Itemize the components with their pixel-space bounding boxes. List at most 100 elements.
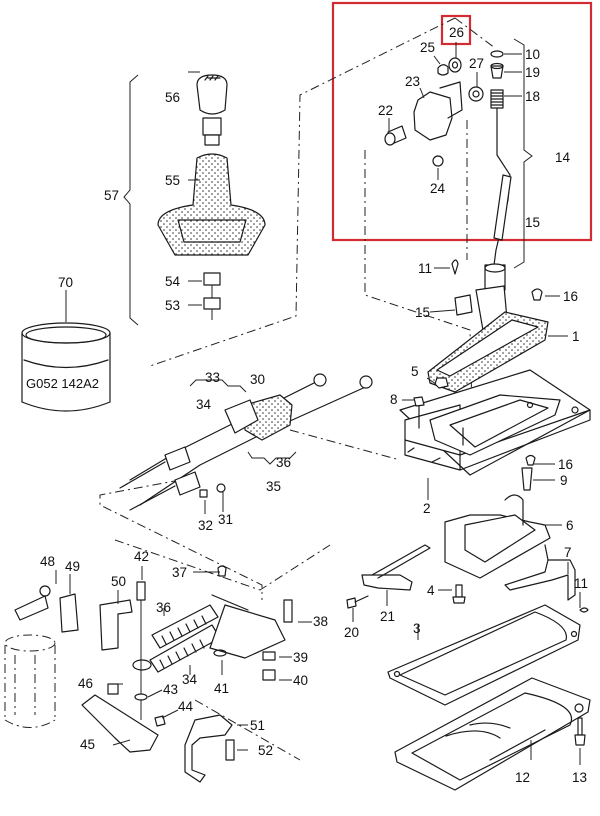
label-12[interactable]: 12 (515, 770, 530, 785)
part-15-block[interactable] (454, 294, 473, 316)
part-36-cable-end[interactable] (151, 604, 219, 649)
label-26[interactable]: 26 (449, 25, 464, 40)
label-23[interactable]: 23 (405, 74, 420, 89)
label-11-upper[interactable]: 11 (418, 261, 432, 276)
ring-seal-icon[interactable] (21, 290, 111, 412)
label-3[interactable]: 3 (413, 621, 421, 636)
part-37-clip[interactable] (217, 565, 227, 577)
part-48-nut[interactable] (39, 585, 51, 597)
label-22[interactable]: 22 (378, 103, 393, 118)
label-39[interactable]: 39 (293, 650, 308, 665)
part-10-ring[interactable] (490, 50, 504, 58)
label-53[interactable]: 53 (165, 298, 180, 313)
part-20-bolt[interactable] (346, 597, 357, 609)
part-52-bolt[interactable] (225, 739, 235, 761)
part-8-nut[interactable] (413, 396, 425, 407)
part-3-gasket[interactable] (387, 604, 581, 706)
label-14[interactable]: 14 (555, 150, 571, 165)
label-44[interactable]: 44 (178, 699, 194, 714)
part-21-lever[interactable] (361, 574, 413, 591)
label-56[interactable]: 56 (165, 90, 180, 105)
part-5-nut[interactable] (434, 377, 449, 389)
label-46[interactable]: 46 (78, 676, 93, 691)
part-49-bracket[interactable] (59, 593, 79, 633)
label-16-upper[interactable]: 16 (563, 289, 578, 304)
label-35[interactable]: 35 (266, 479, 281, 494)
label-45[interactable]: 45 (80, 737, 95, 752)
label-24[interactable]: 24 (430, 181, 446, 196)
label-34-upper[interactable]: 34 (196, 397, 212, 412)
label-55[interactable]: 55 (165, 173, 180, 188)
label-33[interactable]: 33 (205, 370, 220, 385)
gear-knob-icon[interactable] (196, 74, 228, 115)
label-43[interactable]: 43 (163, 682, 178, 697)
label-4[interactable]: 4 (427, 583, 435, 598)
label-2[interactable]: 2 (423, 501, 431, 516)
label-34-lower[interactable]: 34 (182, 672, 198, 687)
part-30-bracket[interactable] (244, 394, 293, 441)
label-50[interactable]: 50 (111, 574, 126, 589)
label-10[interactable]: 10 (525, 47, 540, 62)
label-21[interactable]: 21 (380, 609, 395, 624)
part-24-ball[interactable] (432, 155, 444, 167)
label-57[interactable]: 57 (104, 188, 119, 203)
part-31-washer[interactable] (216, 483, 226, 493)
label-36-lower[interactable]: 36 (156, 600, 171, 615)
part-19-bushing[interactable] (490, 65, 504, 79)
part-45-plate[interactable] (81, 694, 159, 753)
label-11-lower[interactable]: 11 (574, 576, 588, 591)
label-7[interactable]: 7 (564, 545, 572, 560)
part-43-washer[interactable] (134, 693, 148, 701)
label-6[interactable]: 6 (566, 518, 574, 533)
part-7-shift-fork[interactable] (504, 559, 576, 601)
part-54-bushing[interactable] (203, 272, 221, 286)
label-52[interactable]: 52 (258, 743, 273, 758)
label-18[interactable]: 18 (525, 89, 540, 104)
label-41[interactable]: 41 (214, 681, 229, 696)
label-36-upper[interactable]: 36 (276, 455, 291, 470)
label-38[interactable]: 38 (313, 614, 328, 629)
label-32[interactable]: 32 (198, 518, 213, 533)
part-18-spring[interactable] (490, 89, 504, 109)
label-20[interactable]: 20 (344, 625, 359, 640)
label-19[interactable]: 19 (525, 65, 540, 80)
part-11-clip-lower[interactable] (579, 607, 589, 613)
label-40[interactable]: 40 (293, 673, 308, 688)
part-32-nut[interactable] (199, 489, 208, 498)
label-30[interactable]: 30 (250, 372, 265, 387)
part-42-bolt[interactable] (136, 581, 146, 601)
label-31[interactable]: 31 (218, 512, 233, 527)
part-46-nut[interactable] (107, 683, 119, 695)
label-9[interactable]: 9 (560, 473, 568, 488)
label-51[interactable]: 51 (250, 718, 265, 733)
part-23-bracket[interactable] (413, 91, 453, 141)
part-50-lever[interactable] (99, 599, 133, 651)
part-26-washer[interactable] (448, 57, 462, 73)
part-39-bushing[interactable] (262, 651, 276, 661)
part-16-clip-upper[interactable] (531, 288, 543, 301)
part-11-pin[interactable] (451, 259, 459, 275)
label-25[interactable]: 25 (420, 40, 435, 55)
label-27[interactable]: 27 (469, 56, 484, 71)
part-53-clip[interactable] (203, 297, 221, 310)
part-51-lever[interactable] (184, 714, 233, 783)
part-cable-eye[interactable] (132, 659, 152, 671)
label-42[interactable]: 42 (134, 549, 149, 564)
part-38-bolt[interactable] (283, 599, 293, 623)
shift-boot-icon[interactable] (157, 153, 266, 256)
part-4-bolt[interactable] (455, 584, 463, 598)
label-13[interactable]: 13 (572, 770, 587, 785)
part-44-nut[interactable] (154, 715, 166, 727)
label-15-upper[interactable]: 15 (525, 215, 540, 230)
label-49[interactable]: 49 (65, 559, 80, 574)
part-27-washer[interactable] (468, 86, 484, 102)
label-48[interactable]: 48 (40, 554, 55, 569)
label-70[interactable]: 70 (58, 275, 73, 290)
part-25-clip[interactable] (437, 64, 449, 76)
label-54[interactable]: 54 (165, 274, 181, 289)
label-15-lower[interactable]: 15 (415, 305, 430, 320)
label-8[interactable]: 8 (390, 392, 398, 407)
part-41-bracket[interactable] (209, 604, 286, 659)
part-40-cap[interactable] (262, 669, 276, 681)
part-13-bolt[interactable] (577, 717, 583, 736)
